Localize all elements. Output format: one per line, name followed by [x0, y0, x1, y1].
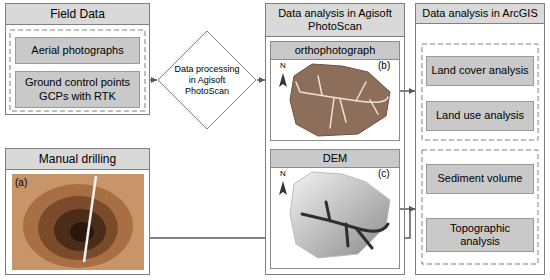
diamond-shape [158, 31, 256, 129]
process-box: Ground control points GCPs with RTK [15, 71, 140, 108]
box-label: Land use analysis [436, 109, 524, 122]
process-box: Sediment volume [426, 164, 534, 194]
dashed-group [422, 44, 538, 140]
pit-ring [23, 184, 133, 268]
panel-title: Data analysis in Agisoft PhotoScan [266, 4, 404, 37]
dashed-group [10, 30, 145, 111]
panel-title: Field Data [6, 4, 149, 25]
image-panel: DEM [270, 149, 400, 269]
box-label: Sediment volume [438, 172, 523, 185]
terrain-shape [290, 172, 390, 258]
channel-lines [302, 202, 388, 248]
gully-lines [296, 76, 388, 128]
flow-arrow [400, 90, 415, 92]
analysis-panel: Data analysis in Agisoft PhotoScan orthop… [265, 3, 405, 275]
box-label: Aerial photographs [31, 44, 123, 57]
box-label: Topographic analysis [431, 222, 529, 248]
flow-arrow [257, 79, 265, 81]
north-arrow [279, 181, 287, 195]
flow-arrow [150, 79, 157, 81]
north-arrow [279, 73, 287, 87]
process-box: Land cover analysis [426, 56, 534, 86]
process-box: Aerial photographs [15, 37, 140, 64]
decision-diamond: Data processing in Agisoft PhotoScan [157, 30, 257, 130]
measuring-rod [84, 176, 96, 262]
input-panel: Field DataAerial photographsGround contr… [5, 3, 150, 115]
drilling-photo [12, 174, 144, 270]
panel-title: orthophotograph [271, 42, 399, 60]
box-label: Land cover analysis [431, 64, 528, 77]
analysis-panel: Data analysis in ArcGIS Land cover analys… [415, 3, 545, 275]
image-panel: orthophotograph [270, 41, 400, 141]
figure-letter: (b) [378, 61, 390, 71]
panel-title: Manual drilling [6, 149, 149, 170]
process-box: Topographic analysis [426, 218, 534, 252]
panel-title: Data analysis in ArcGIS [416, 4, 544, 24]
pit-ring [54, 209, 106, 251]
north-label: N [280, 170, 286, 178]
input-panel: Manual drilling [5, 148, 150, 275]
box-label: Data processing in Agisoft PhotoScan [171, 64, 243, 96]
figure-letter: (a) [15, 178, 27, 188]
dashed-group [422, 150, 538, 264]
process-box: Land use analysis [426, 101, 534, 131]
box-label: Ground control points GCPs with RTK [20, 76, 135, 102]
north-label: N [280, 62, 286, 70]
pit-ring [38, 196, 118, 260]
terrain-shape [290, 64, 390, 136]
photo-ground [12, 174, 144, 270]
orthophoto-image [279, 64, 390, 136]
panel-title: DEM [271, 150, 399, 168]
dem-image [279, 172, 390, 258]
figure-letter: (c) [378, 169, 390, 179]
